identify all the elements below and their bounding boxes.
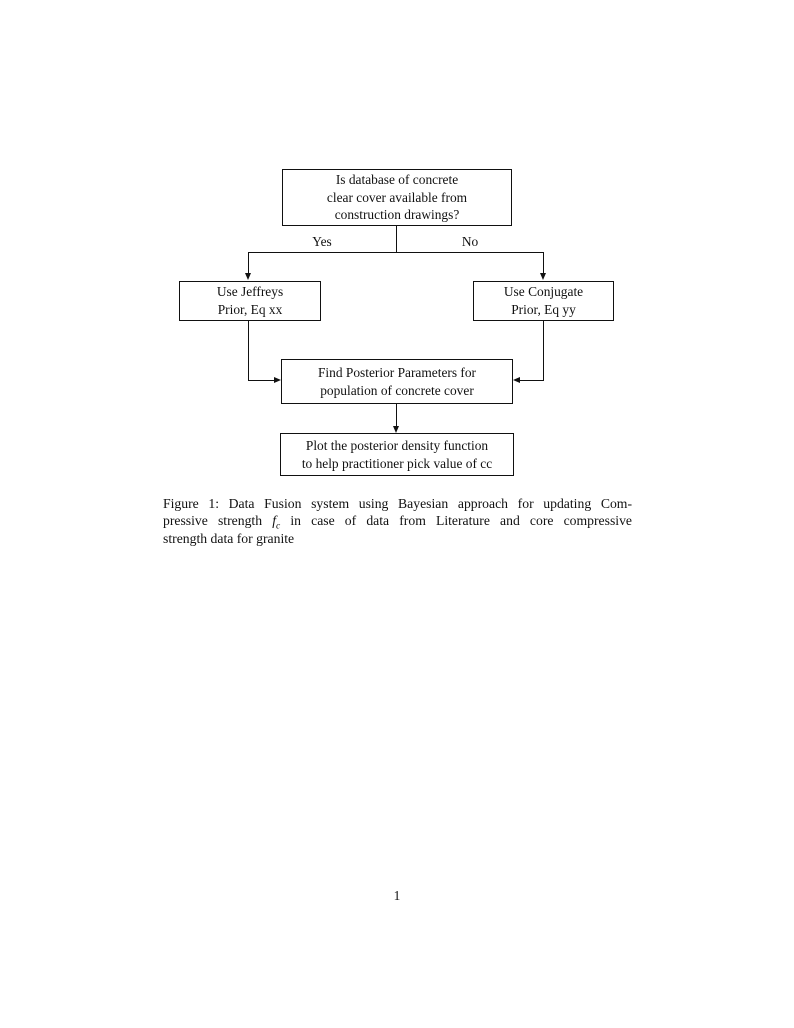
caption-text: pressive strength [163,513,263,529]
branch-label-yes: Yes [297,234,347,250]
arrowhead-left-icon [513,377,520,383]
edge-conjugate-horizontal [519,380,544,381]
flowchart-node-question: Is database of concrete clear cover avai… [282,169,512,226]
arrowhead-down-icon [393,426,399,433]
page-number: 1 [393,888,401,903]
node-text-line: to help practitioner pick value of cc [301,455,493,471]
node-text-line: clear cover available from [326,189,468,205]
node-text-line: Prior, Eq xx [217,302,283,317]
node-text-line: Is database of concrete [335,171,459,187]
node-text-line: Prior, Eq yy [511,302,576,317]
math-subscript: c [276,522,281,530]
caption-line: strength data for granite [163,530,632,547]
caption-text: in case of data from Literature and core… [290,513,632,529]
arrowhead-down-icon [245,273,251,280]
edge-no-drop [543,252,544,275]
node-text-line: Plot the posterior density function [305,437,489,453]
arrowhead-down-icon [540,273,546,280]
caption-text: Figure 1: Data Fusion system using Bayes… [163,496,632,511]
branch-label-no: No [445,234,495,250]
flowchart-node-posterior-parameters: Find Posterior Parameters for population… [281,359,513,404]
figure-caption: Figure 1: Data Fusion system using Bayes… [163,495,632,547]
node-text-line: population of concrete cover [320,382,474,398]
edge-yes-drop [248,252,249,275]
node-text-line: construction drawings? [334,207,460,223]
math-symbol-fc: fc [272,513,281,530]
node-text-line: Find Posterior Parameters for [317,364,477,380]
caption-text: strength data for granite [163,530,295,546]
edge-question-stem [396,225,397,253]
flowchart-node-jeffreys-prior: Use Jeffreys Prior, Eq xx [179,281,321,321]
caption-line: pressive strength fc in case of data fro… [163,512,632,529]
caption-text: f [272,513,277,529]
edge-posterior-drop [396,404,397,427]
edge-jeffreys-down [248,321,249,381]
node-text-line: Use Jeffreys [216,284,284,300]
edge-branch-horizontal [248,252,544,253]
flowchart-node-conjugate-prior: Use Conjugate Prior, Eq yy [473,281,614,321]
caption-line: Figure 1: Data Fusion system using Bayes… [163,495,632,512]
edge-conjugate-down [543,321,544,381]
edge-jeffreys-horizontal [248,380,275,381]
arrowhead-right-icon [274,377,281,383]
node-text-line: Use Conjugate [503,284,584,300]
flowchart-node-plot-density: Plot the posterior density function to h… [280,433,514,476]
